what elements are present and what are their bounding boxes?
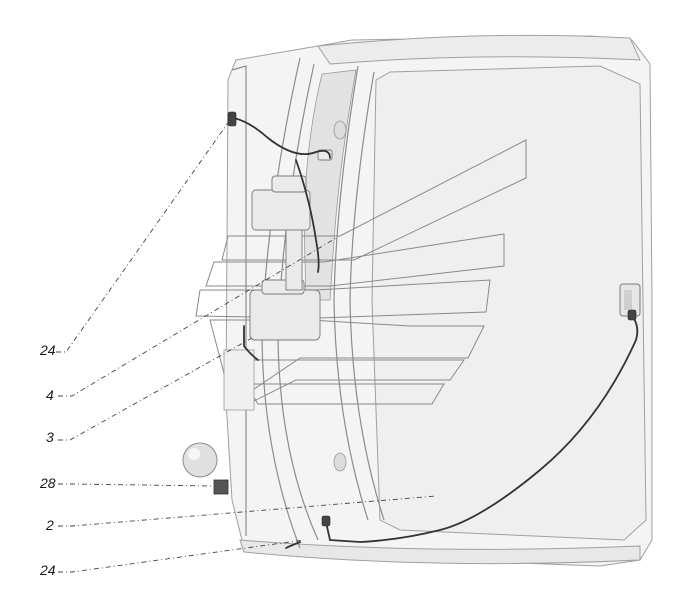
fastener-top bbox=[333, 120, 347, 140]
side-marker bbox=[213, 479, 229, 495]
connector-lower bbox=[321, 515, 331, 527]
pillar-fasteners bbox=[333, 120, 347, 472]
connector-right bbox=[627, 309, 637, 321]
step-housing bbox=[223, 349, 255, 411]
wire-lower-left bbox=[285, 541, 301, 549]
connector-upper-left bbox=[227, 111, 237, 127]
callout-label-24-lower: 24 bbox=[40, 562, 56, 578]
leader-24b bbox=[58, 539, 305, 573]
wiring-harness bbox=[233, 117, 639, 549]
callout-label-4: 4 bbox=[46, 387, 54, 403]
mirror-bracket bbox=[249, 149, 333, 341]
round-lamp bbox=[182, 442, 218, 478]
window-edge-2 bbox=[349, 71, 385, 521]
leader-4 bbox=[58, 237, 337, 397]
callout-label-28: 28 bbox=[40, 475, 56, 491]
chevron-6 bbox=[245, 383, 445, 405]
callout-label-3: 3 bbox=[46, 429, 54, 445]
connectors bbox=[227, 111, 637, 527]
bracket-upper-cap bbox=[271, 175, 307, 193]
leader-3 bbox=[58, 337, 253, 441]
bracket-lower bbox=[249, 289, 321, 341]
chevron-decals bbox=[195, 139, 527, 405]
chevron-1 bbox=[221, 139, 527, 261]
step-area bbox=[182, 349, 255, 495]
chevron-4 bbox=[209, 319, 485, 405]
wire-right-lamp bbox=[325, 315, 639, 543]
bracket-neck bbox=[285, 229, 303, 291]
chevron-2 bbox=[205, 233, 505, 287]
leader-24a bbox=[56, 119, 231, 353]
fastener-bottom bbox=[333, 452, 347, 472]
callout-label-2: 2 bbox=[46, 517, 54, 533]
cab-rear-wall bbox=[371, 65, 647, 541]
round-lamp-hilite bbox=[188, 448, 200, 460]
leader-2 bbox=[58, 495, 437, 527]
bracket-upper bbox=[251, 189, 311, 231]
wire-upper bbox=[233, 117, 331, 159]
cab-bottom-rim bbox=[239, 539, 641, 565]
cab-top-rim bbox=[317, 34, 641, 65]
chevron-5 bbox=[225, 359, 465, 405]
wire-step bbox=[243, 325, 259, 361]
right-marker-lamp bbox=[619, 283, 641, 317]
wire-to-bracket bbox=[295, 159, 320, 273]
marker-lamp-lens bbox=[624, 290, 632, 310]
leader-lines bbox=[56, 119, 437, 573]
leader-28 bbox=[58, 483, 215, 487]
callout-label-24-upper: 24 bbox=[40, 342, 56, 358]
window-edge bbox=[333, 65, 369, 521]
